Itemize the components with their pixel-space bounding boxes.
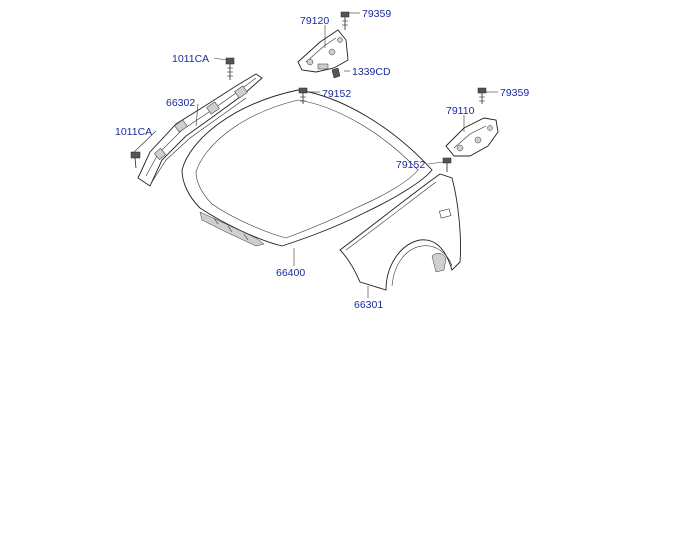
clip-1339cd [331, 67, 341, 79]
label-79152-left: 79152 [322, 88, 351, 100]
leader-lines [133, 12, 498, 298]
bolt-79152-left [298, 87, 308, 104]
label-1011ca-top: 1011CA [172, 53, 209, 65]
bolt-79152-right [442, 157, 452, 172]
label-1011ca-left: 1011CA [115, 126, 152, 138]
label-1339cd: 1339CD [352, 66, 391, 78]
label-79359-left: 79359 [362, 8, 391, 20]
bolt-79359-left [340, 11, 350, 30]
label-66400: 66400 [276, 267, 305, 279]
bolt-79359-right [477, 87, 487, 104]
label-79120: 79120 [300, 15, 329, 27]
fender-right [339, 173, 461, 291]
label-79152-right: 79152 [396, 159, 425, 171]
clip-1011ca-left [130, 151, 141, 169]
label-79110: 79110 [446, 105, 475, 117]
hinge-right [445, 117, 499, 157]
hood-weatherstrip [137, 73, 263, 187]
hood-panel [181, 89, 433, 247]
hinge-left [297, 29, 349, 73]
label-79359-right: 79359 [500, 87, 529, 99]
label-66301: 66301 [354, 299, 383, 311]
label-66302: 66302 [166, 97, 195, 109]
bolt-1011ca-top [225, 57, 235, 80]
